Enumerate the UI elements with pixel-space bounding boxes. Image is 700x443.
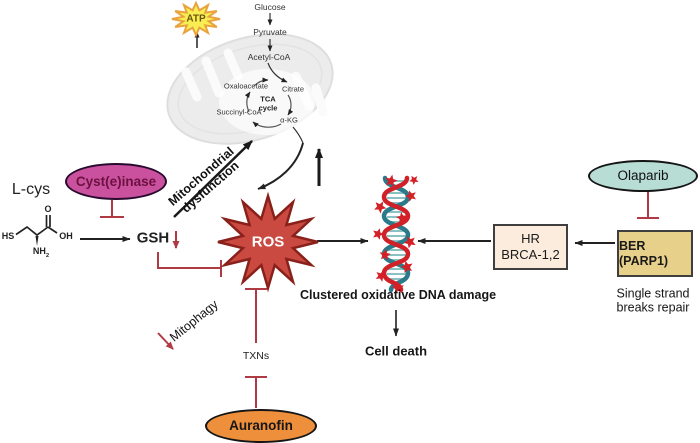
ber-label: BER (PARP1) (619, 238, 669, 268)
l-cysteine-structure (15, 215, 58, 246)
atp-label: ATP (186, 13, 206, 25)
hr-brca-box: HR BRCA-1,2 (493, 224, 568, 270)
citrate-label: Citrate (281, 84, 305, 94)
dna-damage-stars (371, 173, 421, 294)
cell-death-label: Cell death (364, 343, 428, 359)
hs-label: HS (1, 230, 15, 241)
brca-label: BRCA-1,2 (501, 247, 560, 262)
glycolysis-arrows (267, 13, 288, 83)
auranofin-ellipse: Auranofin (205, 409, 317, 443)
pyruvate-label: Pyruvate (253, 27, 287, 38)
ros-star-icon (217, 191, 319, 293)
acetyl-coa-label: Acetyl-CoA (247, 52, 291, 63)
nh2-label: NH2 (32, 246, 50, 260)
inhibition-marks (100, 192, 659, 408)
txns-label: TXNs (242, 349, 270, 362)
mitochondria-icon (166, 33, 334, 145)
clustered-dna-damage-label: Clustered oxidative DNA damage (299, 287, 497, 302)
oh-label: OH (59, 230, 73, 241)
cysteinase-ellipse: Cyst(e)inase (65, 163, 167, 200)
gsh-label: GSH (136, 229, 170, 247)
atp-star-icon (171, 0, 221, 38)
succinyl-coa-label: Succinyl-CoA (216, 107, 262, 117)
o-label: O (44, 203, 52, 214)
auranofin-label: Auranofin (229, 418, 293, 434)
arrow-mitochondrial-dysfunction (173, 140, 253, 218)
tca-cycle-arrows (244, 77, 294, 128)
single-strand-repair-label: Single strand breaks repair (616, 286, 690, 315)
ber-parp1-box: BER (PARP1) (617, 230, 693, 277)
mito-ros-cycle-arrows (257, 126, 323, 190)
cysteinase-label: Cyst(e)inase (75, 173, 157, 189)
oxaloacetate-label: Oxaloacetate (223, 81, 269, 91)
olaparib-label: Olaparib (617, 168, 669, 184)
damaged-dna-icon (371, 173, 421, 294)
ros-label: ROS (251, 233, 285, 251)
glucose-label: Glucose (254, 2, 286, 13)
alpha-kg-label: α-KG (280, 115, 298, 125)
olaparib-ellipse: Olaparib (588, 160, 698, 192)
l-cys-label: L-cys (11, 180, 51, 198)
hr-label: HR (521, 231, 540, 247)
tca-cycle-label: TCA cycle (258, 94, 278, 112)
